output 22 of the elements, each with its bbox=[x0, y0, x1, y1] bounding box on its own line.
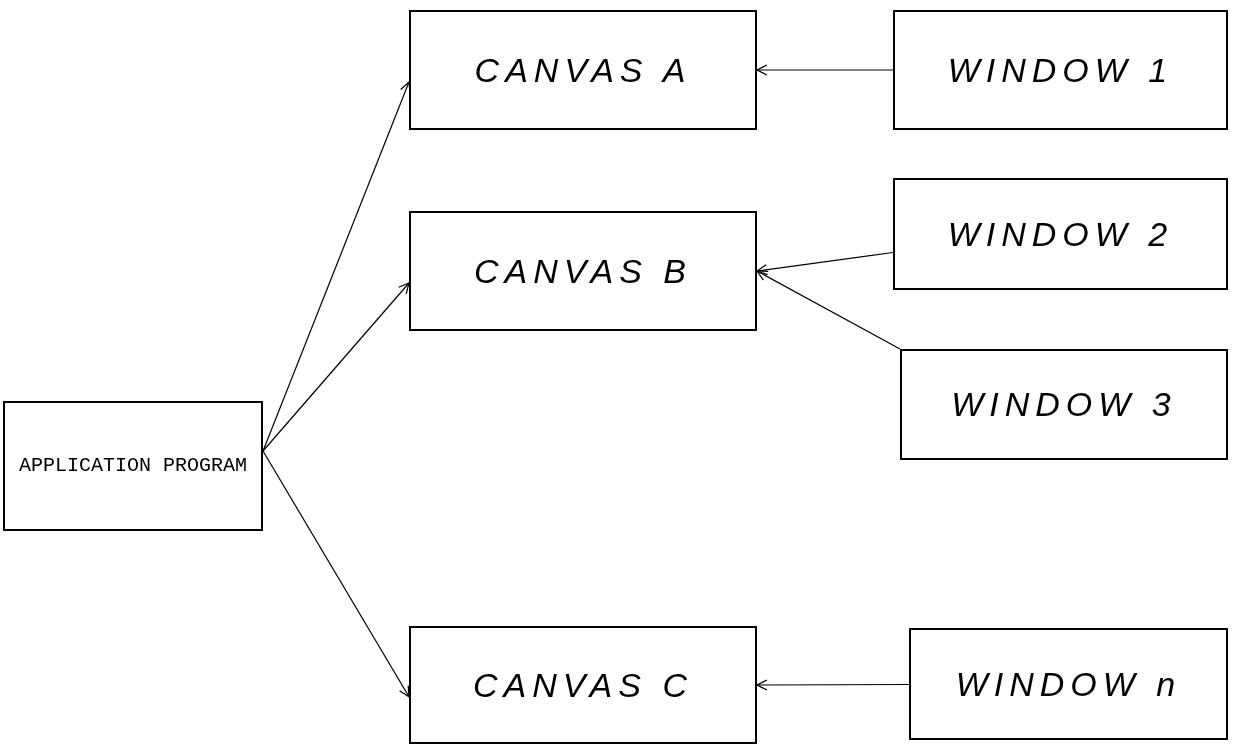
program-box bbox=[3, 401, 263, 531]
arrow bbox=[756, 679, 910, 691]
process-box bbox=[409, 626, 757, 744]
arrow bbox=[262, 450, 410, 698]
box-label: WINDOW n bbox=[954, 663, 1183, 705]
arrow bbox=[262, 282, 410, 452]
arrow bbox=[756, 251, 894, 276]
process-box bbox=[893, 178, 1228, 290]
arrow bbox=[756, 270, 901, 350]
box-label: WINDOW 3 bbox=[950, 384, 1178, 425]
box-label: WINDOW 1 bbox=[946, 49, 1175, 91]
arrow bbox=[756, 64, 894, 76]
process-box bbox=[409, 211, 757, 331]
box-label: CANVAS B bbox=[472, 250, 694, 292]
box-label: WINDOW 2 bbox=[946, 213, 1175, 255]
process-box bbox=[909, 628, 1228, 740]
box-label: APPLICATION PROGRAM bbox=[17, 456, 248, 476]
process-box bbox=[900, 349, 1228, 460]
box-label: CANVAS C bbox=[472, 664, 694, 706]
box-label: CANVAS A bbox=[473, 49, 693, 91]
process-box bbox=[893, 10, 1228, 130]
process-box bbox=[409, 10, 757, 130]
